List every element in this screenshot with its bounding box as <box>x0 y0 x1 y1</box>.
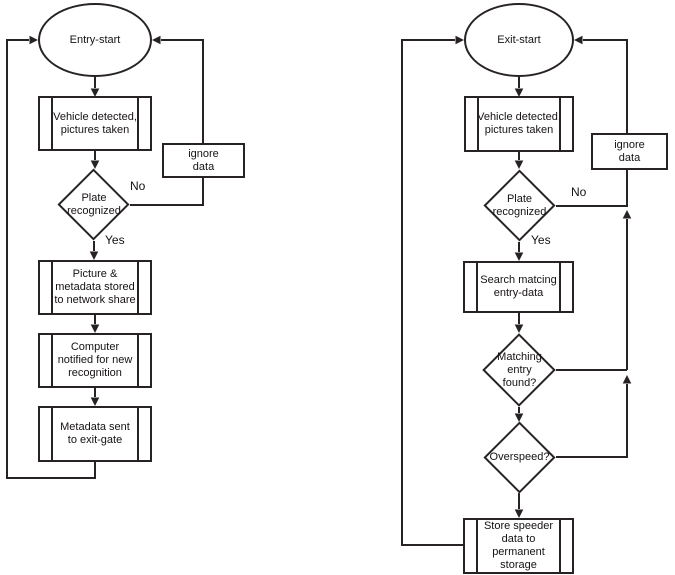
entry-no-branch-label: No <box>130 179 146 193</box>
exit-matching-entry-label: Matching entry found? <box>497 350 542 389</box>
entry-vehicle-detected-box: Vehicle detected, pictures taken <box>38 96 152 151</box>
exit-search-matching-box: Search matcing entry-data <box>463 261 574 313</box>
edge-ignore-to-entrystart <box>161 39 204 143</box>
arrowhead-down-icon <box>89 251 99 260</box>
exit-no-branch-label: No <box>571 185 587 199</box>
edge-store-loop-to-exitstart <box>401 39 463 546</box>
arrowhead-right-icon <box>29 35 38 45</box>
entry-start-terminator: Entry-start <box>38 3 152 77</box>
arrowhead-down-icon <box>514 252 524 261</box>
arrowhead-left-icon <box>574 35 583 45</box>
edge-overspeed-to-matching-junction <box>556 384 628 458</box>
exit-vehicle-detected-box: Vehicle detected, pictures taken <box>464 96 574 152</box>
edge-plate-no-to-ignore <box>130 178 204 206</box>
edge-metadata-loop-to-entrystart <box>6 39 96 479</box>
exit-start-terminator: Exit-start <box>464 3 574 77</box>
exit-plate-recognized-label: Plate recognized <box>492 192 547 218</box>
entry-chart-edges <box>6 39 204 479</box>
arrowhead-down-icon <box>514 413 524 422</box>
entry-ignore-data-box: ignore data <box>162 143 245 178</box>
entry-metadata-sent-box: Metadata sent to exit-gate <box>38 406 152 462</box>
arrowhead-down-icon <box>514 324 524 333</box>
entry-chart-arrowheads <box>29 35 161 406</box>
edge-matching-to-no-junction <box>556 219 628 371</box>
arrowhead-down-icon <box>90 88 100 97</box>
arrowhead-down-icon <box>90 324 100 333</box>
entry-computer-notified-box: Computer notified for new recognition <box>38 333 152 388</box>
arrowhead-right-icon <box>455 35 464 45</box>
exit-chart-arrowheads <box>455 35 632 518</box>
edge-plate-no-to-ignore <box>556 170 628 207</box>
arrowhead-down-icon <box>514 88 524 97</box>
arrowhead-down-icon <box>90 397 100 406</box>
arrowhead-down-icon <box>514 160 524 169</box>
arrowhead-left-icon <box>152 35 161 45</box>
arrowhead-down-icon <box>514 509 524 518</box>
edge-ignore-to-exitstart <box>583 39 628 133</box>
exit-chart-edges <box>401 39 628 546</box>
entry-picture-stored-box: Picture & metadata stored to network sha… <box>38 260 152 315</box>
exit-ignore-data-box: ignore data <box>591 133 668 170</box>
exit-yes-branch-label: Yes <box>531 233 551 247</box>
entry-plate-recognized-label: Plate recognized <box>67 192 121 217</box>
arrowhead-up-icon <box>622 210 632 219</box>
entry-yes-branch-label: Yes <box>105 233 125 247</box>
arrowhead-up-icon <box>622 375 632 384</box>
exit-overspeed-label: Overspeed? <box>489 451 550 463</box>
arrowhead-down-icon <box>90 160 100 169</box>
exit-store-speeder-box: Store speeder data to permanent storage <box>463 518 574 574</box>
